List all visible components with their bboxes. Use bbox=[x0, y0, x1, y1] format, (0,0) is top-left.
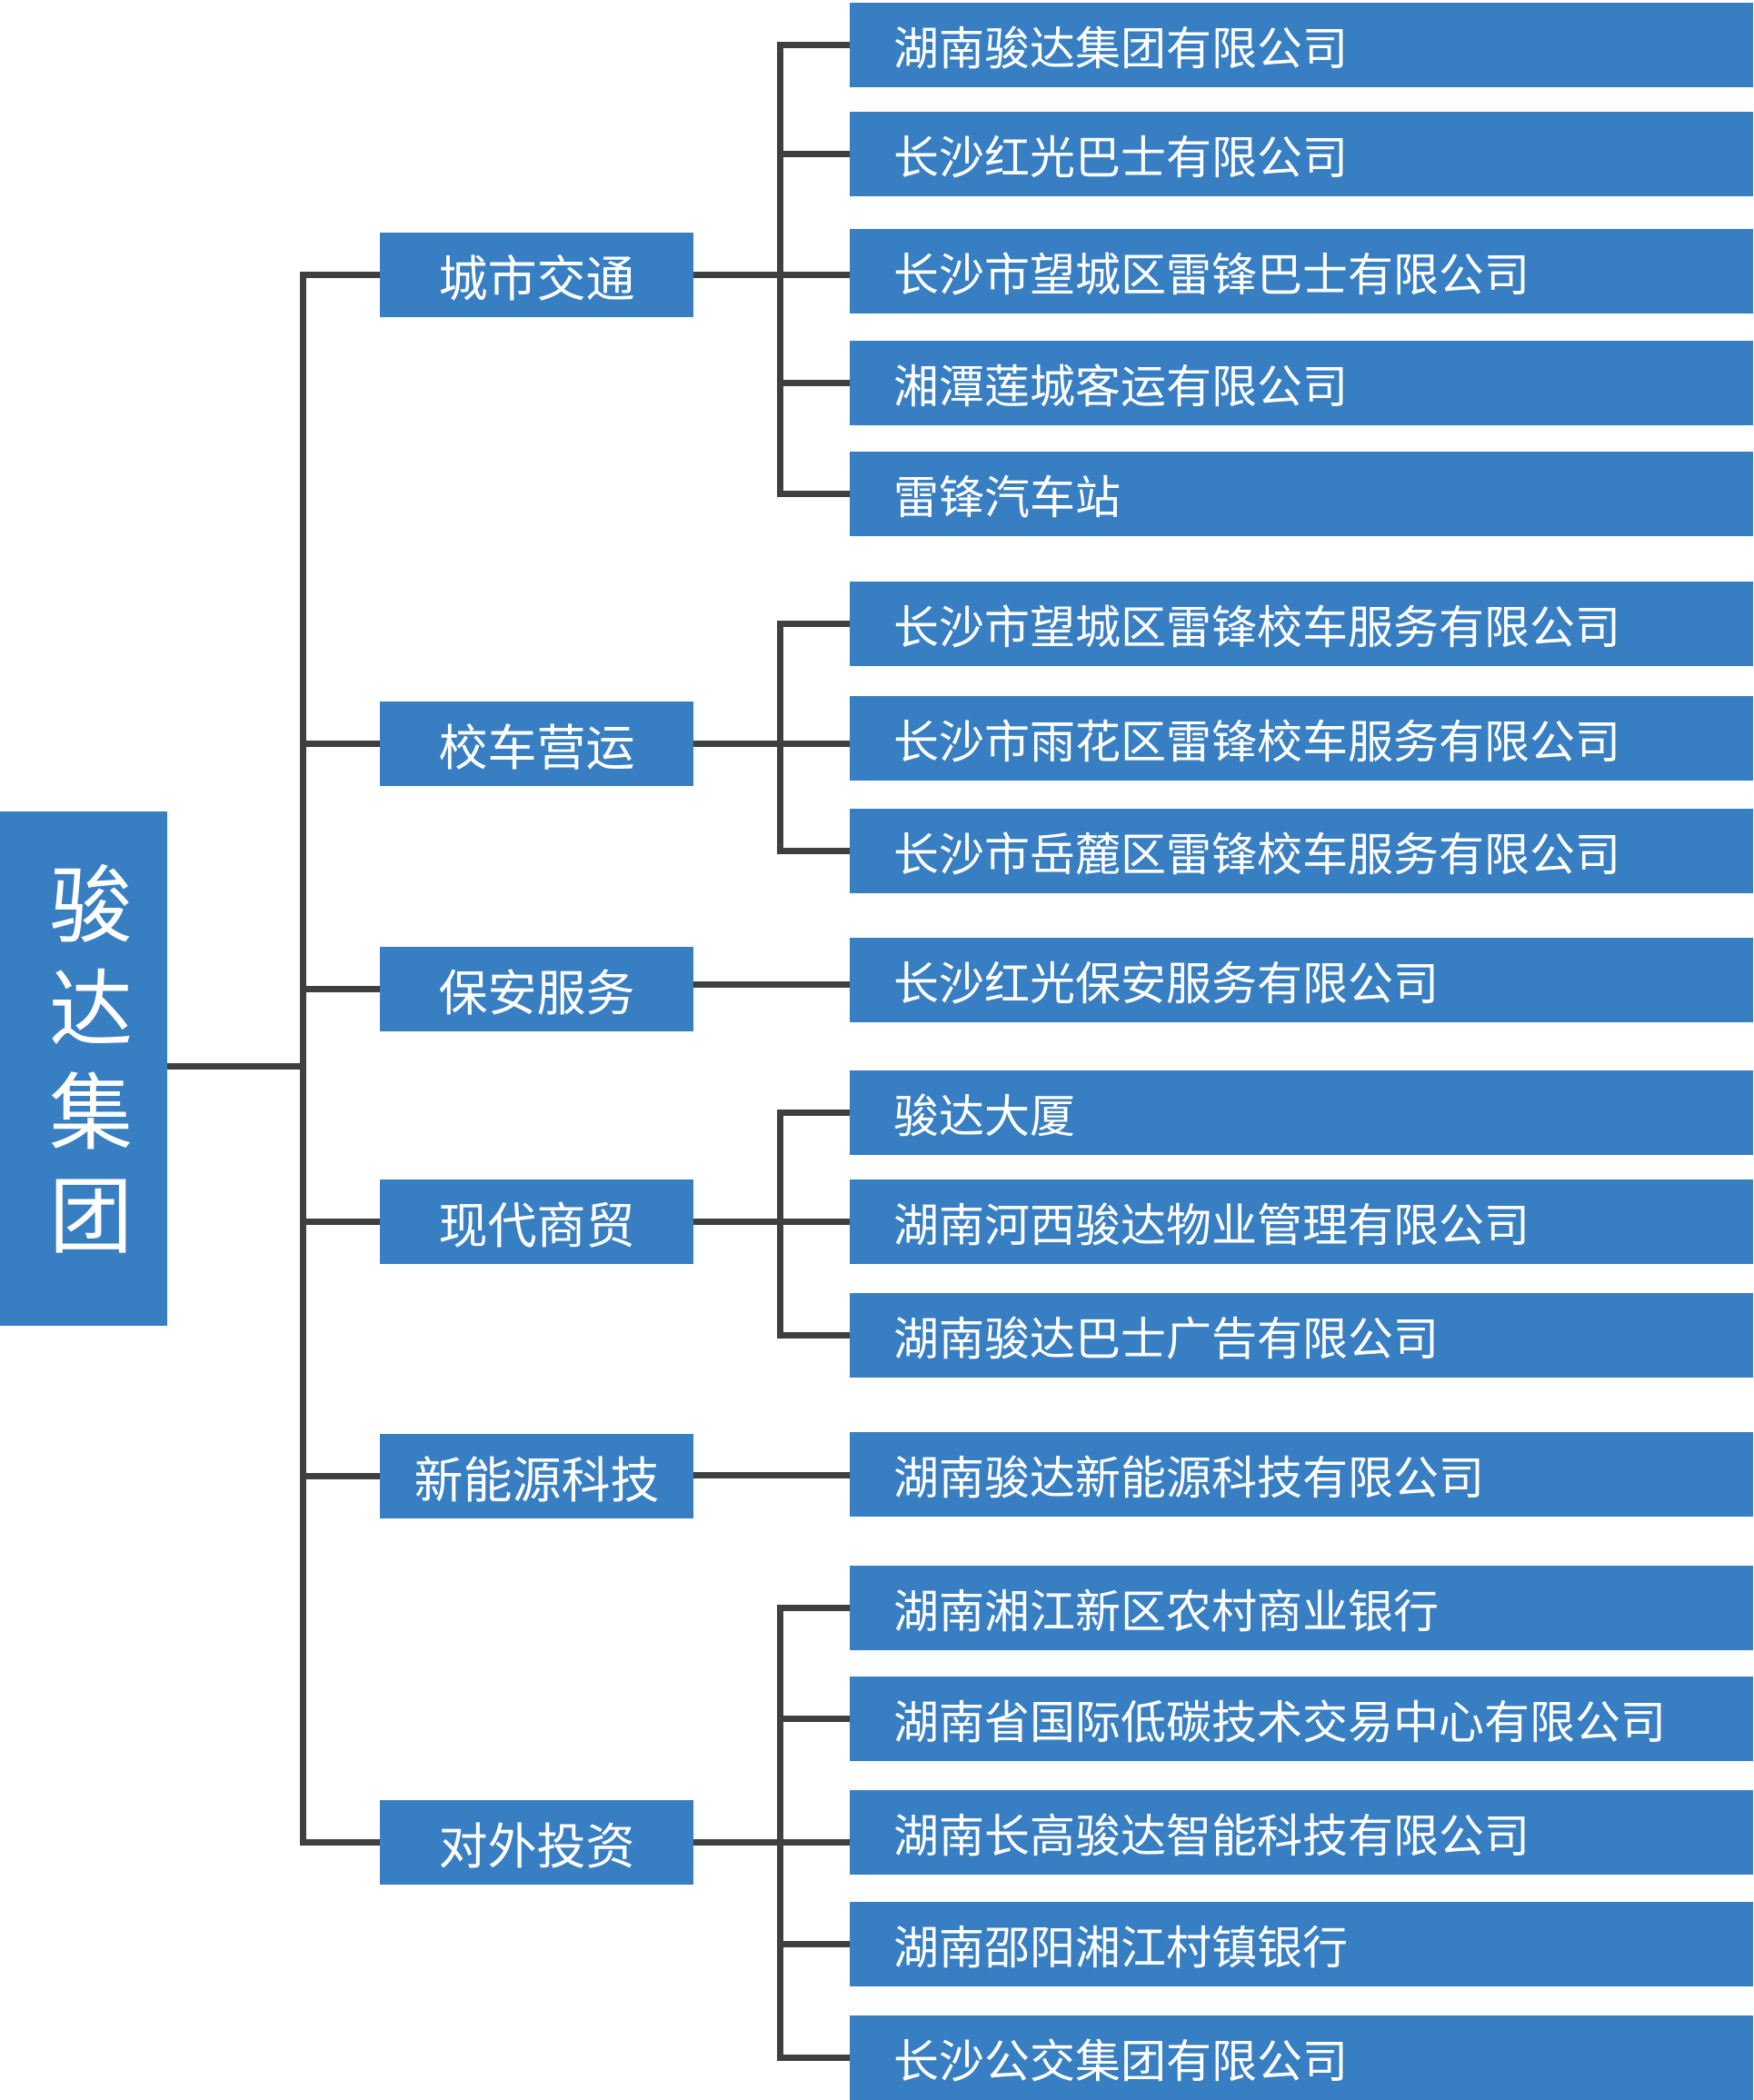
connector-line bbox=[777, 848, 852, 854]
branch-node: 新能源科技 bbox=[380, 1434, 693, 1518]
leaf-node: 湘潭莲城客运有限公司 bbox=[850, 341, 1753, 425]
connector-line bbox=[777, 151, 852, 157]
connector-line bbox=[693, 1472, 850, 1478]
leaf-node: 长沙红光保安服务有限公司 bbox=[850, 938, 1753, 1022]
connector-line bbox=[777, 621, 852, 627]
leaf-node: 骏达大厦 bbox=[850, 1070, 1753, 1155]
branch-node: 城市交通 bbox=[380, 233, 693, 317]
connector-line bbox=[777, 42, 852, 48]
connector-line bbox=[300, 1473, 383, 1479]
connector-line bbox=[300, 1839, 383, 1846]
branch-node: 现代商贸 bbox=[380, 1179, 693, 1264]
connector-line bbox=[777, 1716, 852, 1722]
connector-line bbox=[777, 1332, 852, 1339]
leaf-node: 长沙市望城区雷锋校车服务有限公司 bbox=[850, 582, 1753, 666]
connector-line bbox=[777, 1110, 783, 1339]
leaf-node: 湖南省国际低碳技术交易中心有限公司 bbox=[850, 1677, 1753, 1761]
leaf-node: 长沙公交集团有限公司 bbox=[850, 2015, 1753, 2100]
connector-line bbox=[300, 272, 383, 278]
connector-line bbox=[693, 981, 850, 988]
connector-line bbox=[693, 1219, 850, 1225]
leaf-node: 湖南湘江新区农村商业银行 bbox=[850, 1566, 1753, 1650]
connector-line bbox=[777, 491, 852, 497]
connector-line bbox=[693, 272, 850, 278]
branch-node: 校车营运 bbox=[380, 702, 693, 786]
connector-line bbox=[300, 1219, 383, 1225]
connector-line bbox=[693, 741, 850, 747]
connector-line bbox=[693, 1839, 850, 1846]
connector-line bbox=[777, 1110, 852, 1116]
connector-line bbox=[300, 986, 383, 992]
connector-line bbox=[777, 621, 783, 854]
branch-node: 保安服务 bbox=[380, 947, 693, 1031]
root-node: 骏达集团 bbox=[0, 811, 167, 1326]
branch-node: 对外投资 bbox=[380, 1800, 693, 1885]
leaf-node: 湖南河西骏达物业管理有限公司 bbox=[850, 1179, 1753, 1264]
connector-line bbox=[777, 1605, 852, 1611]
connector-line bbox=[777, 2055, 852, 2061]
connector-line bbox=[167, 1062, 306, 1070]
connector-line bbox=[300, 272, 306, 1846]
leaf-node: 湖南骏达巴士广告有限公司 bbox=[850, 1293, 1753, 1378]
connector-line bbox=[777, 42, 783, 497]
leaf-node: 长沙市雨花区雷锋校车服务有限公司 bbox=[850, 696, 1753, 781]
leaf-node: 湖南长高骏达智能科技有限公司 bbox=[850, 1790, 1753, 1875]
leaf-node: 湖南邵阳湘江村镇银行 bbox=[850, 1902, 1753, 1986]
leaf-node: 雷锋汽车站 bbox=[850, 452, 1753, 536]
connector-line bbox=[300, 741, 383, 747]
connector-line bbox=[777, 380, 852, 386]
leaf-node: 湖南骏达集团有限公司 bbox=[850, 3, 1753, 87]
leaf-node: 长沙市望城区雷锋巴士有限公司 bbox=[850, 229, 1753, 314]
leaf-node: 湖南骏达新能源科技有限公司 bbox=[850, 1432, 1753, 1517]
connector-line bbox=[777, 1941, 852, 1947]
leaf-node: 长沙市岳麓区雷锋校车服务有限公司 bbox=[850, 809, 1753, 893]
connector-line bbox=[777, 1605, 783, 2061]
leaf-node: 长沙红光巴士有限公司 bbox=[850, 112, 1753, 196]
